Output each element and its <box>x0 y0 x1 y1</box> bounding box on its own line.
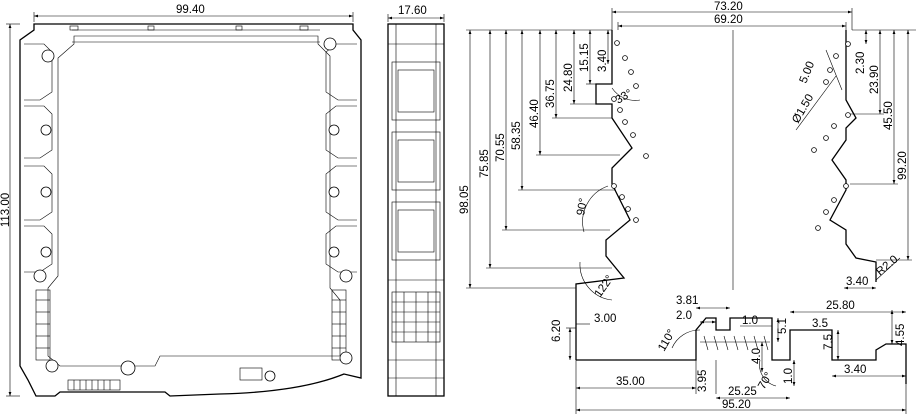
foot-right-dim-2: 3.5 <box>812 318 828 330</box>
svg-text:58.35: 58.35 <box>511 121 523 150</box>
angle-110: 110° <box>656 328 678 354</box>
svg-text:3.40: 3.40 <box>597 50 609 72</box>
svg-text:2.30: 2.30 <box>855 52 867 74</box>
foot-right-dim-3: 7.5 <box>823 334 835 350</box>
front-width-dim: 99.40 <box>176 4 205 16</box>
profile-view: 73.20 69.20 3.40 15.15 24.80 36.75 46.40… <box>459 1 916 414</box>
foot-left-dim-0: 6.20 <box>551 320 563 342</box>
front-right-terminals <box>323 37 357 365</box>
foot-right-dim-0: 3.40 <box>846 276 868 288</box>
svg-text:24.80: 24.80 <box>563 63 575 92</box>
hole-diameter-dim: Ø1.50 <box>790 92 816 125</box>
profile-right-vertical-dims: 2.30 23.90 45.50 99.20 <box>850 29 916 261</box>
side-terminal-grid <box>391 291 441 343</box>
foot-right-dim-4: 4.55 <box>895 324 907 346</box>
foot-center-dim-3: 5.1 <box>777 318 789 334</box>
svg-text:36.75: 36.75 <box>545 79 557 108</box>
foot-left-dim-1: 3.00 <box>594 313 616 325</box>
angle-33: 33° <box>614 88 635 107</box>
front-housing-outline <box>19 23 362 397</box>
svg-text:23.90: 23.90 <box>869 65 881 94</box>
svg-text:75.85: 75.85 <box>479 149 491 178</box>
angle-70: 70° <box>756 370 775 391</box>
front-left-terminals <box>24 43 55 361</box>
profile-left-vertical-dims: 3.40 15.15 24.80 36.75 46.40 58.35 70.55… <box>459 29 620 289</box>
bottom-dim-2: 95.20 <box>722 399 751 411</box>
foot-center-dim-4: 3.95 <box>697 370 709 392</box>
foot-center-dim-1: 2.0 <box>676 310 692 322</box>
front-rail-clip <box>67 379 121 391</box>
svg-text:46.40: 46.40 <box>529 99 541 128</box>
foot-center-dim-0: 3.81 <box>676 295 698 307</box>
side-width-dim: 17.60 <box>398 5 427 17</box>
bottom-dim-1: 25.25 <box>728 386 757 398</box>
foot-right-dim-1: 25.80 <box>826 300 855 312</box>
front-inner-window <box>47 35 341 367</box>
front-height-dim: 113.00 <box>0 193 12 227</box>
side-view: 17.60 <box>387 5 445 397</box>
profile-holes <box>611 40 851 231</box>
foot-profile <box>566 317 907 384</box>
bottom-dim-0: 35.00 <box>616 376 645 388</box>
foot-right-dim-5: 1.0 <box>783 368 795 384</box>
profile-top-dim-1: 69.20 <box>714 14 743 26</box>
foot-right-dim-6: 3.40 <box>844 364 866 376</box>
profile-left-edge <box>575 30 633 360</box>
angle-90: 90° <box>575 197 590 216</box>
svg-text:15.15: 15.15 <box>579 43 591 72</box>
angle-122: 122° <box>593 273 616 299</box>
side-outline <box>387 23 445 397</box>
profile-top-dim-0: 73.20 <box>714 1 743 13</box>
foot-center-dim-2: 1.0 <box>742 315 758 327</box>
radius-label: R2.0 <box>874 253 900 278</box>
foot-center-dim-5: 4.0 <box>751 348 763 364</box>
svg-text:98.05: 98.05 <box>459 185 471 214</box>
hole-pitch-dim: 5.00 <box>798 60 818 85</box>
svg-text:45.50: 45.50 <box>883 101 895 130</box>
svg-text:99.20: 99.20 <box>897 151 909 180</box>
svg-text:70.55: 70.55 <box>495 133 507 162</box>
front-view: 99.40 113.00 <box>0 4 362 397</box>
